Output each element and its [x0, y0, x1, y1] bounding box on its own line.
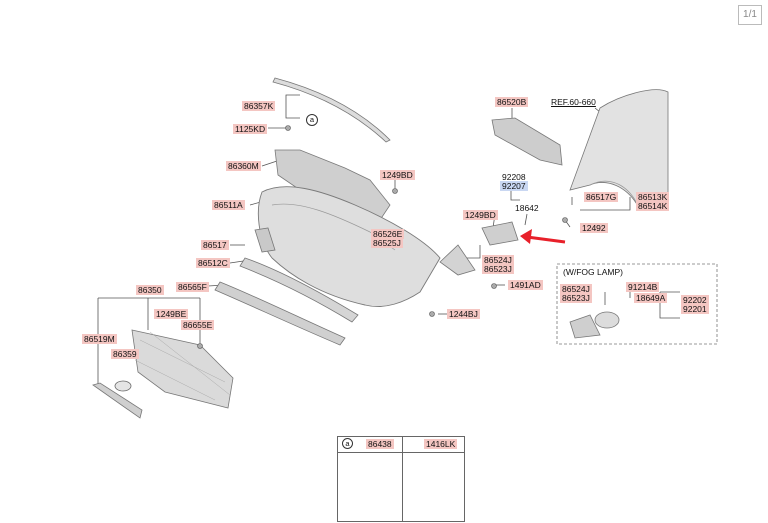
ref-60-660[interactable]: REF.60-660: [551, 97, 596, 107]
emblem: [114, 380, 132, 392]
fog-bracket: [439, 244, 476, 276]
part-86360M[interactable]: 86360M: [226, 161, 261, 171]
bumper-cover: [257, 186, 441, 307]
part-86350[interactable]: 86350: [136, 285, 164, 295]
part-86513K[interactable]: 86513K: [636, 192, 670, 202]
legend-header-row: [338, 437, 464, 453]
part-1125KD[interactable]: 1125KD: [233, 124, 268, 134]
part-86520B[interactable]: 86520B: [495, 97, 529, 107]
legend-part-1416LK[interactable]: 1416LK: [424, 439, 458, 449]
fog-lamp-group-title: (W/FOG LAMP): [563, 267, 623, 277]
callout-marker: a: [306, 114, 318, 126]
highlight-arrow: [520, 229, 566, 244]
part-1244BJ[interactable]: 1244BJ: [447, 309, 480, 319]
part-1491AD[interactable]: 1491AD: [508, 280, 543, 290]
part-86524J[interactable]: 86524J: [482, 255, 514, 265]
part-86517G[interactable]: 86517G: [584, 192, 619, 202]
part-86565F[interactable]: 86565F: [176, 282, 209, 292]
page-indicator[interactable]: 1/1: [738, 5, 762, 25]
lower-lip: [214, 281, 346, 346]
part-86514K[interactable]: 86514K: [636, 201, 670, 211]
legend-part-86438[interactable]: 86438: [366, 439, 394, 449]
part-18649A[interactable]: 18649A: [634, 293, 668, 303]
lamp-unit: [481, 221, 519, 246]
part-86519M[interactable]: 86519M: [82, 334, 117, 344]
part-1249BD[interactable]: 1249BD: [380, 170, 415, 180]
grille-molding: [92, 382, 143, 419]
part-86517[interactable]: 86517: [201, 240, 229, 250]
fog-lamp-group: [556, 263, 718, 345]
part-92208[interactable]: 92208: [502, 172, 526, 182]
side-bracket: [254, 227, 276, 253]
molding-strip: [272, 77, 391, 143]
part-86525J[interactable]: 86525J: [371, 238, 403, 248]
legend-divider: [402, 437, 403, 521]
part-86523J-fog[interactable]: 86523J: [560, 293, 592, 303]
part-91214B[interactable]: 91214B: [626, 282, 660, 292]
lower-strip: [239, 257, 359, 323]
part-12492[interactable]: 12492: [580, 223, 608, 233]
part-86523J[interactable]: 86523J: [482, 264, 514, 274]
part-86512C[interactable]: 86512C: [196, 258, 230, 268]
part-86511A[interactable]: 86511A: [212, 200, 245, 210]
part-1249BE[interactable]: 1249BE: [154, 309, 189, 319]
part-1249BD-b[interactable]: 1249BD: [463, 210, 498, 220]
part-86357K[interactable]: 86357K: [242, 101, 276, 111]
part-92201[interactable]: 92201: [681, 304, 709, 314]
part-92207[interactable]: 92207: [500, 181, 528, 191]
part-18642[interactable]: 18642: [515, 203, 539, 213]
legend-table: a 86438 1416LK: [337, 436, 465, 522]
part-86359[interactable]: 86359: [111, 349, 139, 359]
part-86526E[interactable]: 86526E: [371, 229, 405, 239]
part-92202[interactable]: 92202: [681, 295, 709, 305]
legend-marker: a: [342, 438, 353, 449]
energy-absorber: [491, 117, 563, 166]
part-86524J-fog[interactable]: 86524J: [560, 284, 592, 294]
upper-grille-bracket: [274, 149, 391, 221]
part-86655E[interactable]: 86655E: [181, 320, 215, 330]
radiator-grille: [131, 329, 234, 409]
